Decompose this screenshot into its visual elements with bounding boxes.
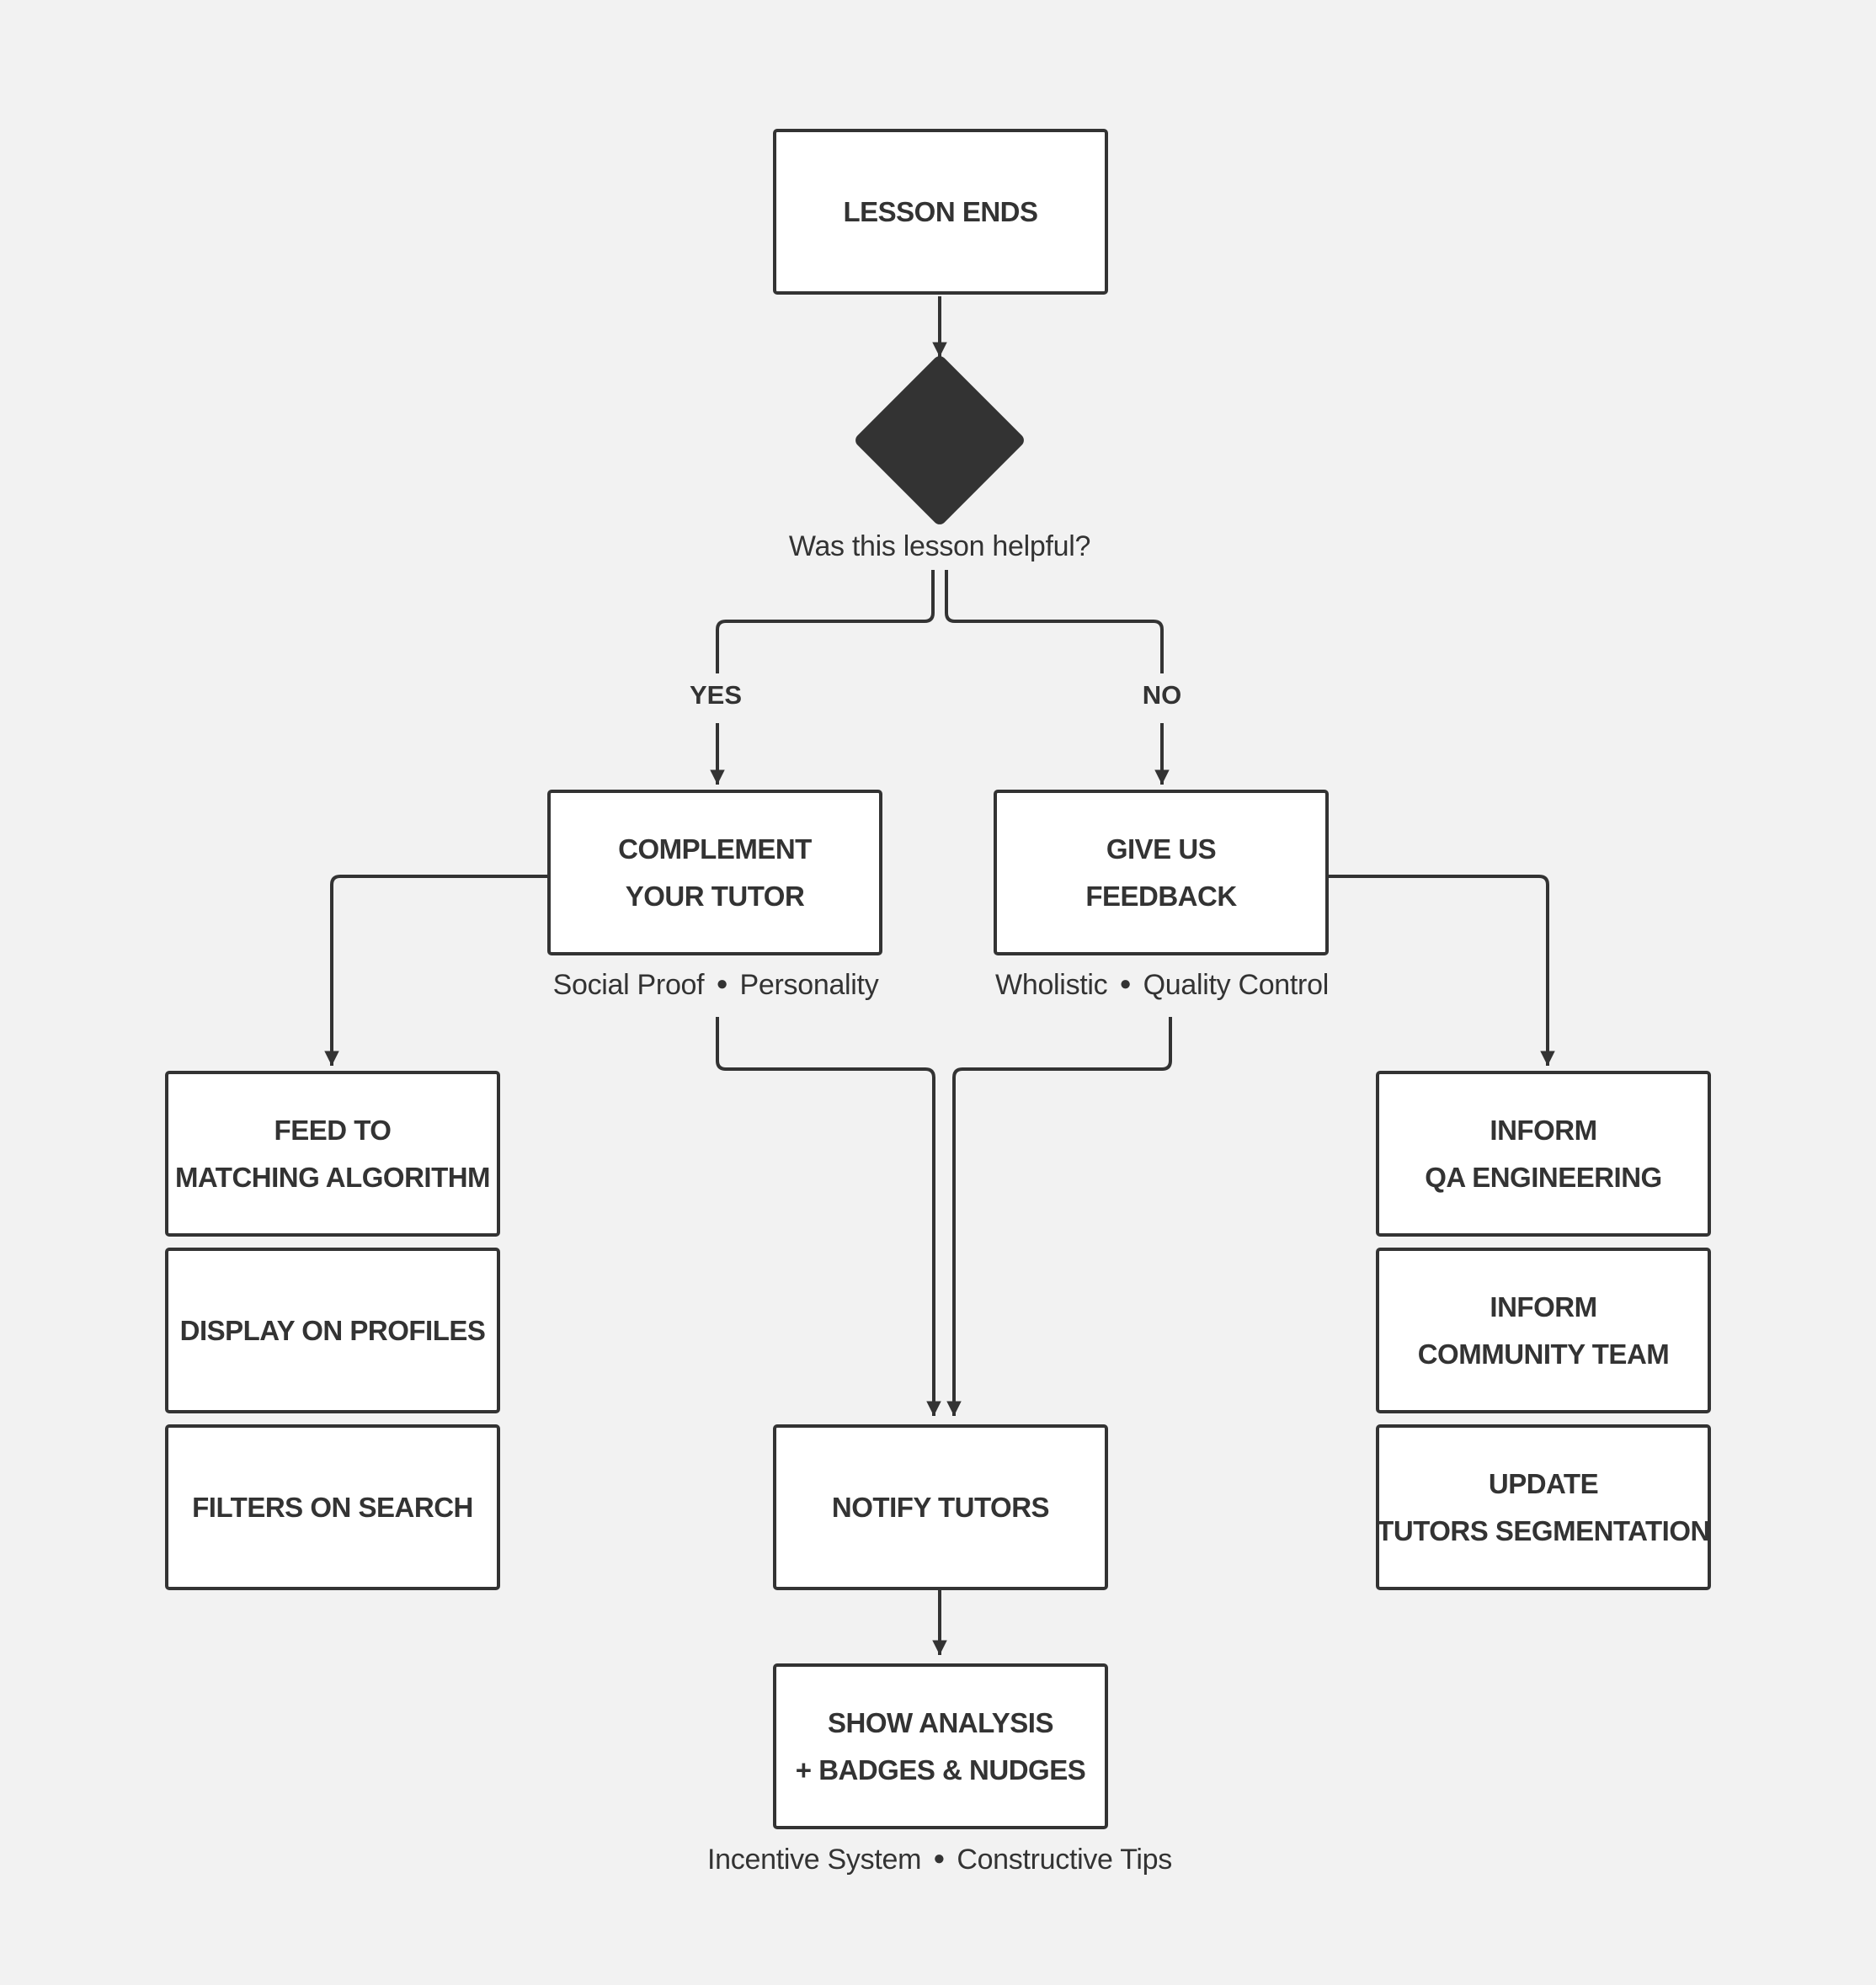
- update-segmentation-node: UPDATE TUTORS SEGMENTATION: [1376, 1424, 1711, 1590]
- feed-matching-line-1: FEED TO: [274, 1114, 392, 1146]
- arrow-feedback-to-qa: [1329, 875, 1555, 1066]
- feed-matching-node: FEED TO MATCHING ALGORITHM: [165, 1071, 500, 1237]
- bullet-separator: ●: [716, 972, 728, 996]
- filters-search-node: FILTERS ON SEARCH: [165, 1424, 500, 1590]
- no-label: NO: [1142, 680, 1182, 710]
- show-analysis-line-1: SHOW ANALYSIS: [828, 1706, 1053, 1738]
- inform-community-node: INFORM COMMUNITY TEAM: [1376, 1248, 1711, 1413]
- feedback-line-1: GIVE US: [1106, 833, 1217, 865]
- note-personality: Personality: [739, 969, 879, 1001]
- lesson-ends-label: LESSON ENDS: [843, 195, 1038, 227]
- show-analysis-node: SHOW ANALYSIS + BADGES & NUDGES: [773, 1663, 1108, 1829]
- feed-matching-line-2: MATCHING ALGORITHM: [174, 1161, 491, 1193]
- update-segmentation-line-1: UPDATE: [1488, 1467, 1599, 1499]
- filters-search-label: FILTERS ON SEARCH: [192, 1491, 473, 1523]
- feedback-notes: Wholistic ● Quality Control: [995, 969, 1329, 1002]
- bullet-separator: ●: [933, 1847, 946, 1871]
- arrow-feedback-to-notify: [946, 1017, 1172, 1416]
- notify-tutors-label: NOTIFY TUTORS: [831, 1491, 1050, 1523]
- display-profiles-label: DISPLAY ON PROFILES: [179, 1314, 486, 1346]
- note-quality-control: Quality Control: [1143, 969, 1330, 1001]
- show-analysis-line-2: + BADGES & NUDGES: [795, 1754, 1086, 1785]
- complement-tutor-node: COMPLEMENT YOUR TUTOR: [547, 790, 882, 955]
- arrow-complement-to-matching: [324, 875, 549, 1066]
- arrow-decision-no-upper: [945, 570, 1164, 673]
- display-profiles-node: DISPLAY ON PROFILES: [165, 1248, 500, 1413]
- complement-line-2: YOUR TUTOR: [625, 880, 805, 912]
- arrow-decision-yes-upper: [716, 570, 935, 673]
- complement-line-1: COMPLEMENT: [618, 833, 812, 865]
- yes-label: YES: [689, 680, 743, 710]
- lesson-ends-node: LESSON ENDS: [773, 129, 1108, 295]
- inform-qa-line-1: INFORM: [1490, 1114, 1597, 1146]
- inform-community-line-2: COMMUNITY TEAM: [1417, 1338, 1670, 1370]
- inform-qa-line-2: QA ENGINEERING: [1425, 1161, 1662, 1193]
- feedback-line-2: FEEDBACK: [1085, 880, 1237, 912]
- note-wholistic: Wholistic: [995, 969, 1108, 1001]
- inform-qa-node: INFORM QA ENGINEERING: [1376, 1071, 1711, 1237]
- notify-tutors-node: NOTIFY TUTORS: [773, 1424, 1108, 1590]
- inform-community-line-1: INFORM: [1490, 1291, 1597, 1322]
- note-incentive-system: Incentive System: [707, 1844, 922, 1876]
- feedback-node: GIVE US FEEDBACK: [994, 790, 1329, 955]
- decision-question: Was this lesson helpful?: [788, 530, 1091, 562]
- bullet-separator: ●: [1119, 972, 1132, 996]
- note-social-proof: Social Proof: [552, 969, 705, 1001]
- update-segmentation-line-2: TUTORS SEGMENTATION: [1377, 1514, 1710, 1546]
- complement-notes: Social Proof ● Personality: [553, 969, 879, 1002]
- analysis-notes: Incentive System ● Constructive Tips: [707, 1844, 1172, 1876]
- note-constructive-tips: Constructive Tips: [957, 1844, 1172, 1876]
- arrow-complement-to-notify: [716, 1017, 941, 1416]
